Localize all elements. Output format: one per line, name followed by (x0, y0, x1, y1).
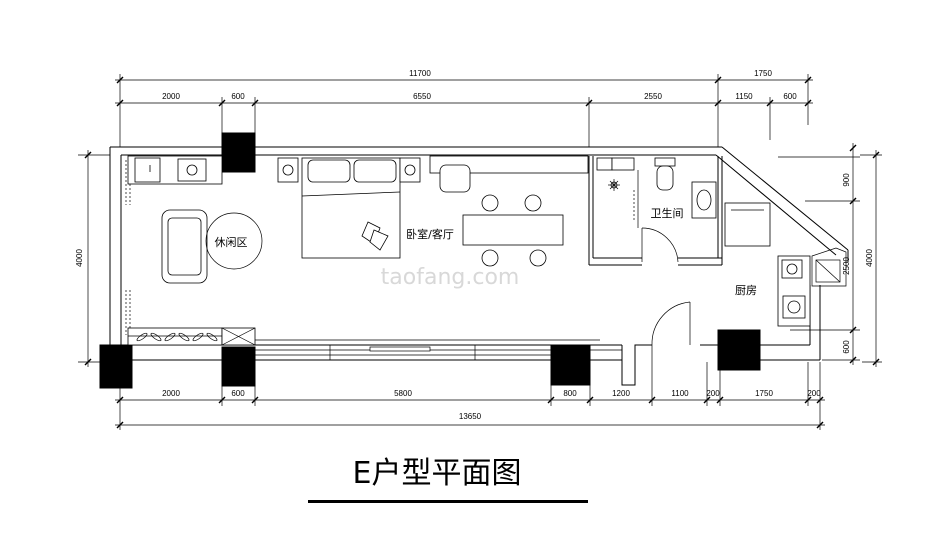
dimension-label: 2550 (644, 92, 662, 101)
dimension-label: 13650 (459, 412, 482, 421)
left-window (125, 160, 131, 335)
dimension-label: 600 (231, 389, 245, 398)
nightstand-right (399, 157, 421, 183)
column (221, 132, 256, 173)
bathroom-walls (588, 156, 723, 266)
duct-shaft (811, 247, 847, 287)
armchair (439, 164, 471, 193)
room-label-kitchen: 厨房 (735, 284, 757, 297)
washbasin (691, 181, 717, 219)
wardrobe (127, 327, 256, 346)
round-rug (205, 212, 263, 270)
kitchen-counter (777, 255, 811, 327)
page-title: E户型平面图 (353, 456, 522, 491)
kitchenette (127, 155, 223, 185)
entry-door (651, 301, 691, 362)
column (99, 344, 133, 389)
dimension-label: 4000 (75, 249, 84, 267)
dimension-label: 600 (842, 340, 851, 354)
shower (596, 157, 639, 228)
dimension-label: 600 (783, 92, 797, 101)
column (221, 346, 256, 387)
column (550, 344, 591, 386)
kitchen-cabinet (724, 202, 771, 247)
dimension-label: 1100 (671, 389, 689, 398)
dimension-label: 2000 (162, 389, 180, 398)
dimension-label: 6550 (413, 92, 431, 101)
dimension-label: 1150 (735, 92, 753, 101)
bed (301, 157, 401, 259)
nightstand-left (277, 157, 299, 183)
dimension-label: 5800 (394, 389, 412, 398)
extension-lines (78, 74, 882, 430)
watermark: taofang.com (381, 265, 520, 290)
bottom-windows (255, 339, 622, 360)
dimension-label: 1750 (754, 69, 772, 78)
dimension-label: 2500 (842, 257, 851, 275)
dimension-label: 1200 (612, 389, 630, 398)
title-underline (308, 500, 588, 503)
room-label-bathroom: 卫生间 (651, 206, 684, 220)
dimension-label: 1750 (755, 389, 773, 398)
column (717, 329, 761, 371)
room-label-leisure: 休闲区 (215, 235, 248, 249)
dimension-label: 800 (563, 389, 577, 398)
dimension-label: 200 (706, 389, 720, 398)
dimension-label: 900 (842, 173, 851, 187)
dimension-label: 2000 (162, 92, 180, 101)
bathroom-door (641, 227, 679, 263)
sofa (161, 209, 208, 284)
dimension-label: 600 (231, 92, 245, 101)
toilet (654, 157, 676, 191)
dimension-label: 200 (807, 389, 821, 398)
dimension-label: 11700 (409, 69, 431, 78)
dimension-label: 4000 (865, 249, 874, 267)
dining-table (462, 194, 564, 267)
room-label-bedroom-living: 卧室/客厅 (406, 227, 454, 241)
structural-columns (99, 132, 761, 389)
dimension-tick (849, 144, 857, 152)
